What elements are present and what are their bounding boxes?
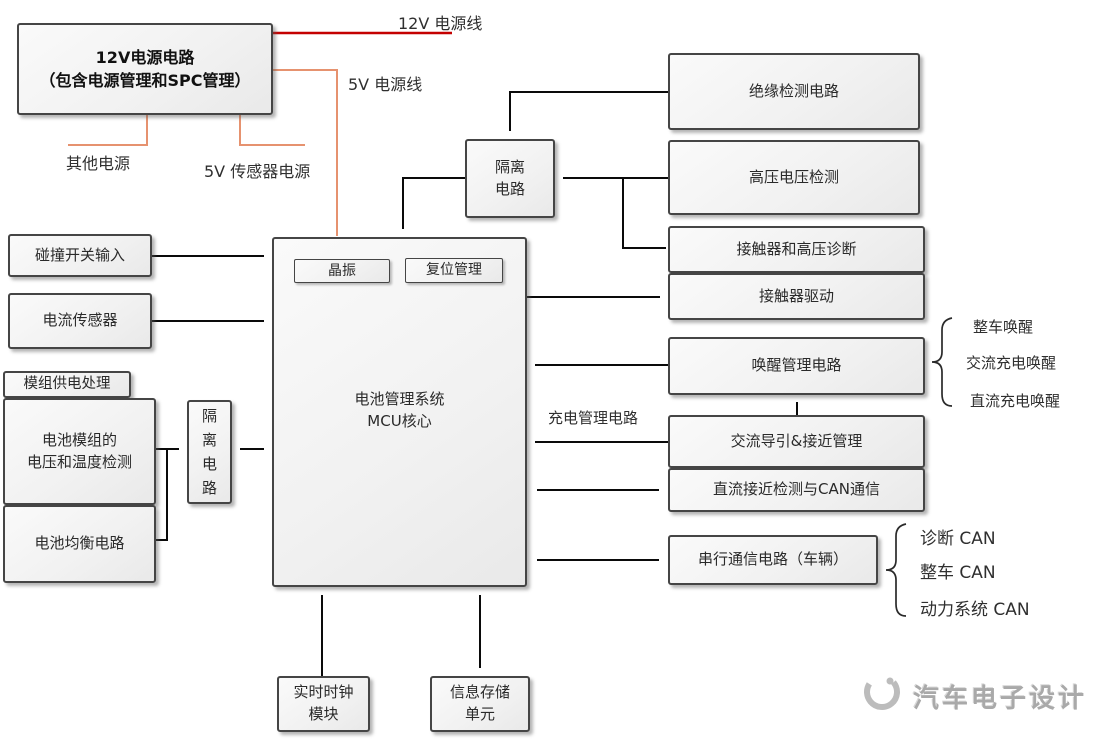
- box-insulation-detect-label: 绝缘检测电路: [748, 81, 839, 100]
- box-storage-line1: 信息存储: [449, 683, 510, 702]
- wire-balance-branch: [155, 449, 168, 541]
- box-module-power-label: 模组供电处理: [23, 375, 111, 392]
- box-mcu: 晶振 复位管理 电池管理系统 MCU核心: [272, 237, 527, 587]
- box-hv-detect-label: 高压电压检测: [748, 167, 839, 186]
- box-rtc-line2: 模块: [308, 705, 339, 723]
- box-storage-line2: 单元: [464, 705, 495, 723]
- box-dc-prox-can-label: 直流接近检测与CAN通信: [713, 480, 880, 499]
- box-wakeup-mgmt: 唤醒管理电路: [668, 337, 925, 395]
- box-balance-circuit: 电池均衡电路: [3, 505, 156, 583]
- label-can-powertrain: 动力系统 CAN: [920, 600, 1030, 620]
- box-ac-pilot: 交流导引&接近管理: [668, 415, 925, 468]
- wire-5v-sensor-power: [239, 115, 305, 146]
- label-charge-mgmt: 充电管理电路: [548, 409, 639, 427]
- box-module-vt-detect: 电池模组的 电压和温度检测: [3, 398, 156, 505]
- wire-other-power: [68, 115, 148, 146]
- box-rtc-line1: 实时时钟: [293, 683, 354, 702]
- label-wake-vehicle: 整车唤醒: [973, 318, 1034, 336]
- box-contactor-diag: 接触器和高压诊断: [668, 226, 925, 273]
- label-5v-sensor-power: 5V 传感器电源: [204, 162, 311, 181]
- box-12v-power-line2: （包含电源管理和SPC管理）: [39, 71, 251, 90]
- wire-5v-power: [273, 69, 338, 236]
- box-collision-input: 碰撞开关输入: [8, 234, 152, 277]
- logo-text: 汽车电子设计: [913, 684, 1088, 714]
- box-isolation-left: 隔离电路: [187, 400, 232, 504]
- label-5v-line: 5V 电源线: [348, 75, 423, 94]
- box-ac-pilot-label: 交流导引&接近管理: [730, 431, 863, 450]
- box-insulation-detect: 绝缘检测电路: [668, 53, 920, 130]
- box-dc-prox-can: 直流接近检测与CAN通信: [668, 468, 925, 512]
- box-contactor-drive-label: 接触器驱动: [758, 286, 834, 305]
- label-wake-ac-charge: 交流充电唤醒: [966, 354, 1057, 372]
- box-crystal: 晶振: [294, 259, 390, 283]
- box-isolation-top: 隔离 电路: [465, 139, 555, 218]
- box-module-power: 模组供电处理: [3, 371, 131, 398]
- box-12v-power: 12V电源电路 （包含电源管理和SPC管理）: [17, 23, 273, 115]
- box-current-sensor: 电流传感器: [8, 293, 152, 349]
- wire-insulation-to-iso: [509, 91, 668, 131]
- box-isolation-top-line1: 隔离: [494, 157, 525, 176]
- label-can-diag: 诊断 CAN: [920, 529, 996, 549]
- mcu-title-line1: 电池管理系统: [354, 390, 445, 408]
- box-crystal-label: 晶振: [328, 262, 356, 279]
- box-rtc: 实时时钟 模块: [277, 676, 370, 732]
- label-can-vehicle: 整车 CAN: [920, 563, 996, 583]
- wakeup-brace: [931, 317, 953, 407]
- wire-branch-contactor-diag: [622, 178, 666, 249]
- box-serial-comm-label: 串行通信电路（车辆）: [697, 550, 848, 569]
- box-contactor-diag-label: 接触器和高压诊断: [736, 239, 857, 258]
- label-wake-dc-charge: 直流充电唤醒: [970, 392, 1061, 410]
- label-12v-line: 12V 电源线: [398, 14, 483, 33]
- box-reset-mgmt: 复位管理: [405, 258, 503, 283]
- mcu-title: 电池管理系统 MCU核心: [274, 389, 525, 433]
- box-isolation-left-label: 隔离电路: [201, 407, 217, 497]
- can-brace: [885, 523, 907, 617]
- box-wakeup-mgmt-label: 唤醒管理电路: [751, 356, 842, 375]
- box-module-vt-line2: 电压和温度检测: [26, 452, 132, 471]
- box-reset-mgmt-label: 复位管理: [426, 262, 482, 279]
- box-current-sensor-label: 电流传感器: [42, 311, 118, 330]
- box-module-vt-line1: 电池模组的: [41, 430, 117, 449]
- mcu-title-line2: MCU核心: [367, 411, 432, 430]
- box-12v-power-line1: 12V电源电路: [95, 47, 195, 67]
- box-storage: 信息存储 单元: [430, 676, 530, 732]
- box-balance-circuit-label: 电池均衡电路: [34, 534, 125, 553]
- label-other-power: 其他电源: [66, 154, 131, 173]
- box-serial-comm: 串行通信电路（车辆）: [668, 535, 878, 585]
- logo-icon: [864, 674, 900, 710]
- box-isolation-top-line2: 电路: [494, 179, 525, 198]
- box-collision-input-label: 碰撞开关输入: [34, 245, 125, 264]
- box-contactor-drive: 接触器驱动: [668, 273, 925, 320]
- wire-iso-to-mcu: [402, 177, 465, 229]
- box-hv-detect: 高压电压检测: [668, 140, 920, 215]
